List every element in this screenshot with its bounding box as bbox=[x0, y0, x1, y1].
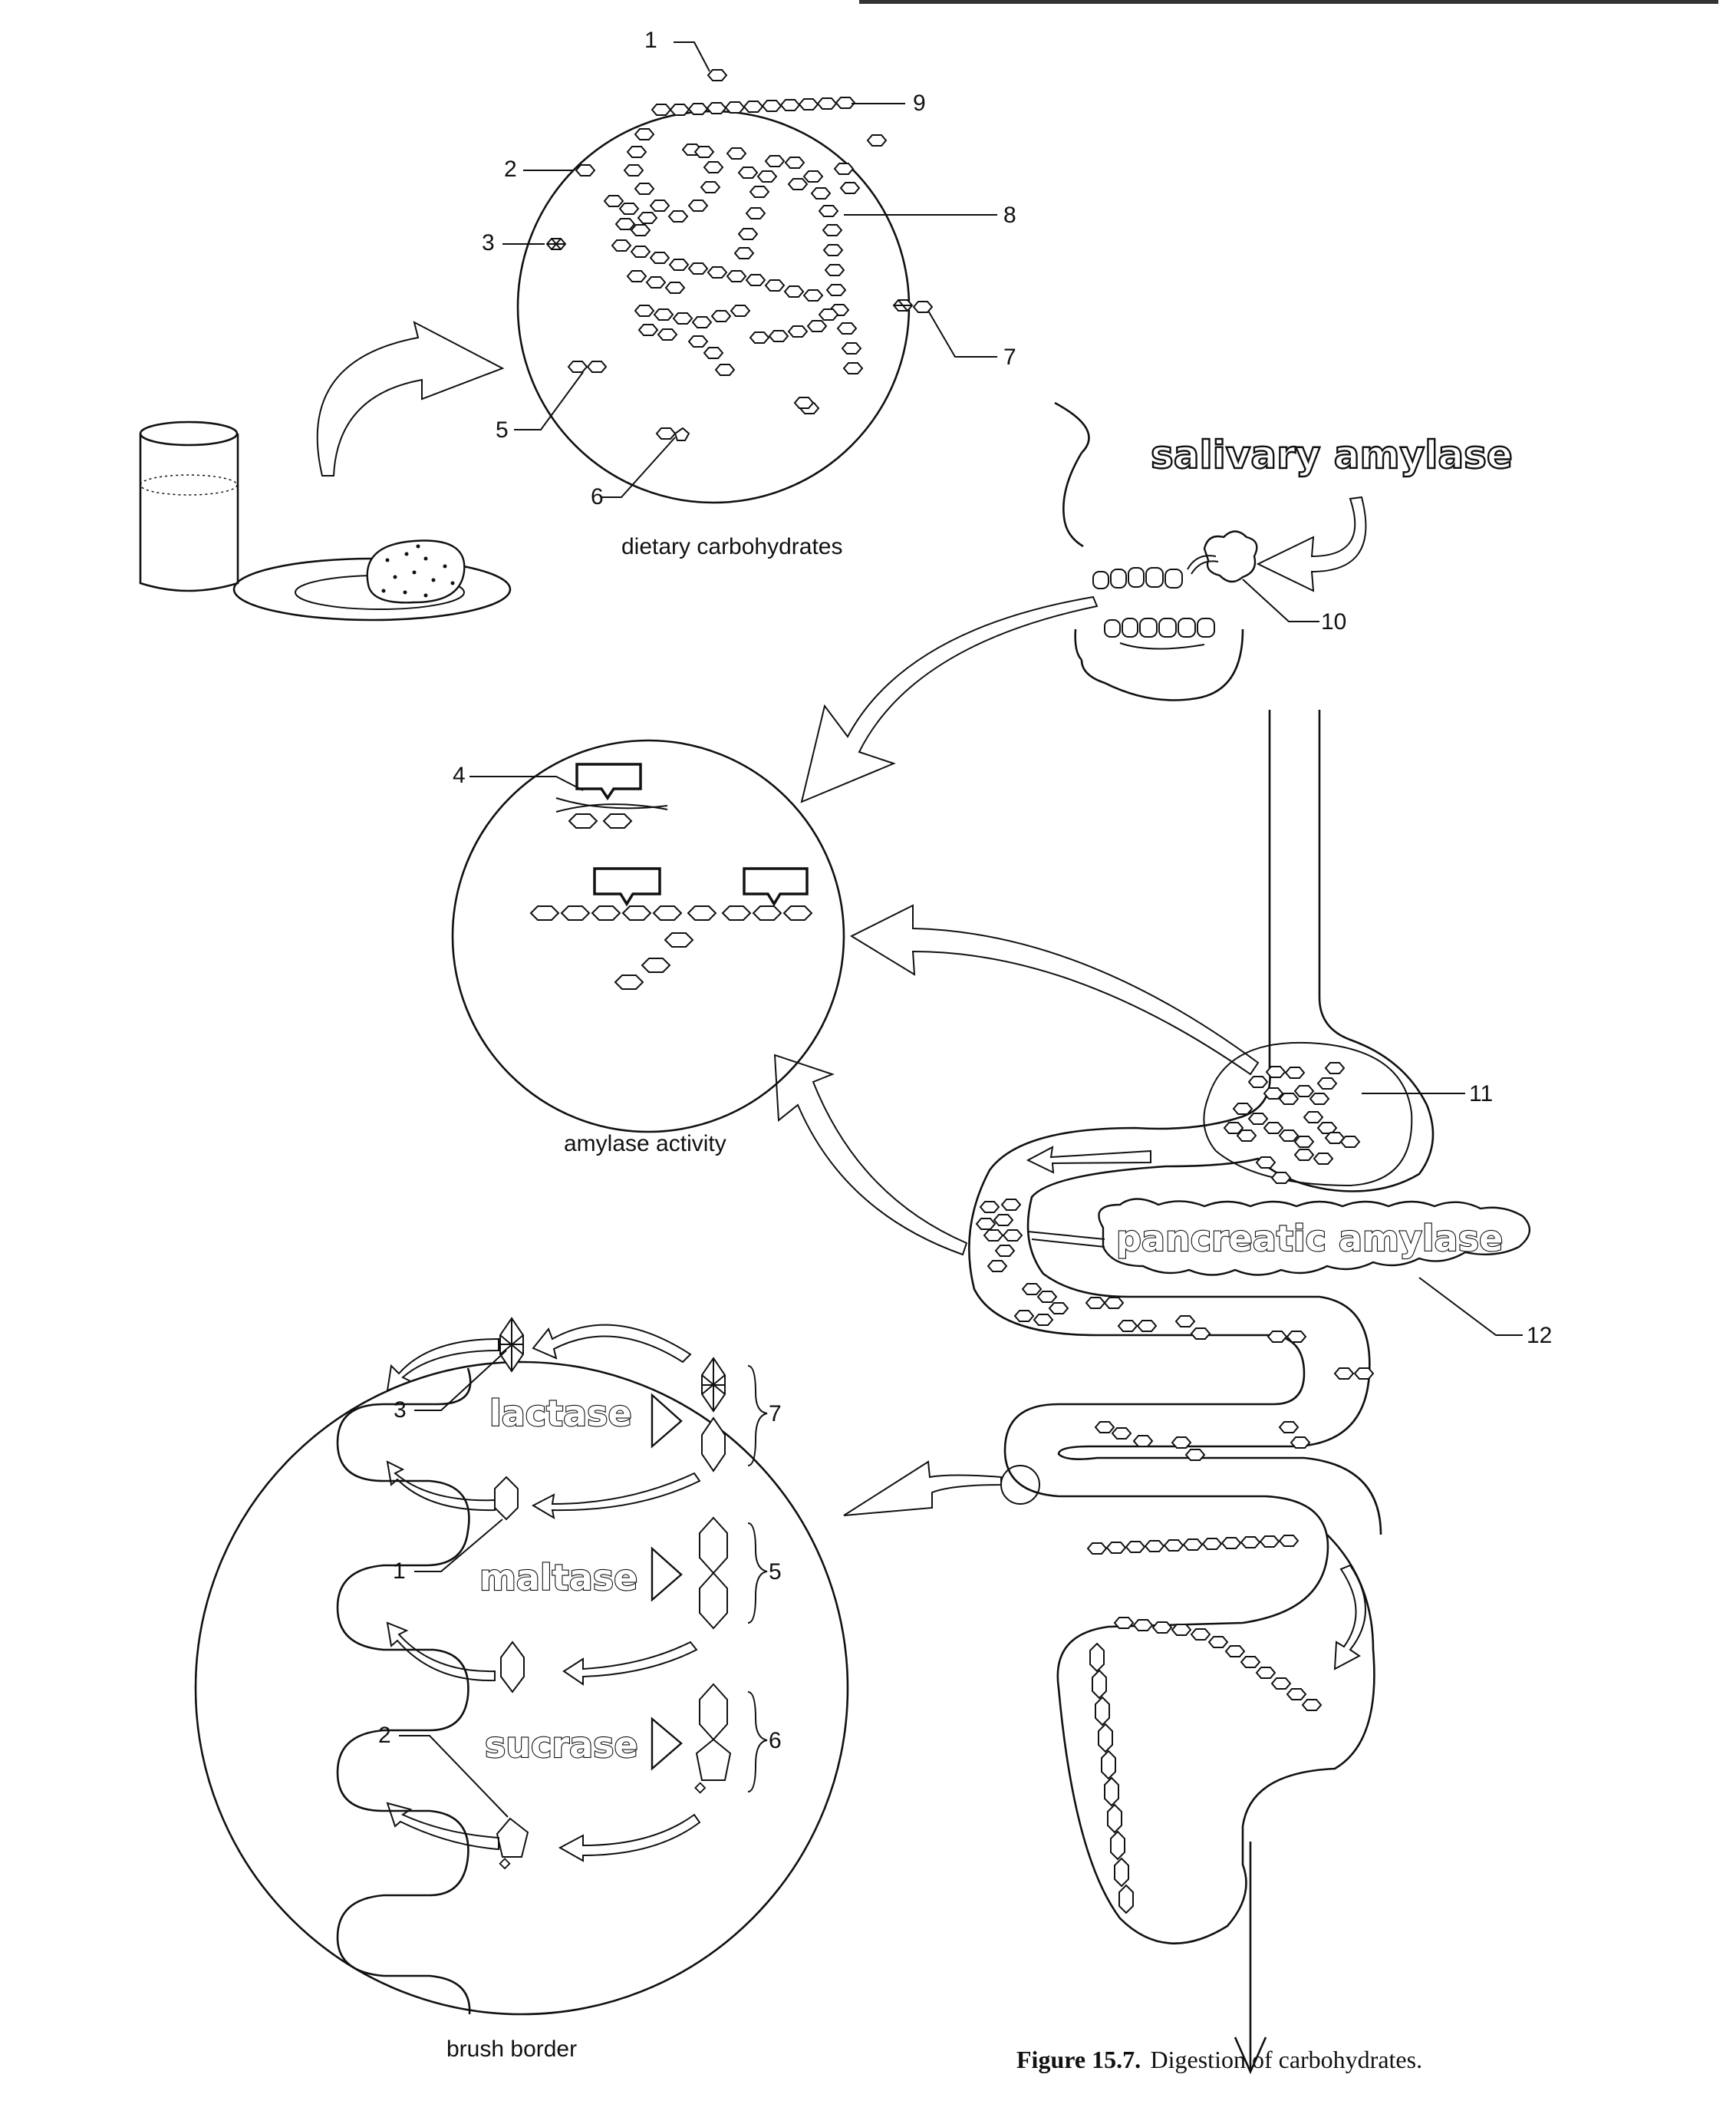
label-6: 6 bbox=[591, 484, 604, 510]
amylose-chain bbox=[651, 97, 855, 116]
mouth-to-amylase-arrow bbox=[800, 595, 1099, 803]
upper-teeth bbox=[1092, 567, 1183, 589]
lactase-row: lactase 7 3 bbox=[386, 1317, 782, 1472]
dietary-carbohydrates-circle: 1 9 2 8 3 7 5 6 dietary carbohydrates bbox=[482, 28, 1016, 559]
label-3: 3 bbox=[482, 230, 495, 256]
salivary-arrow bbox=[1256, 496, 1367, 592]
label-1-brush: 1 bbox=[393, 1558, 406, 1584]
label-5-brush: 5 bbox=[769, 1559, 782, 1585]
sucrase-label: sucrase bbox=[485, 1724, 638, 1766]
figure-number: Figure 15.7. bbox=[1016, 2046, 1141, 2073]
maltose-molecule bbox=[568, 361, 607, 373]
stomach-contents bbox=[1224, 1062, 1360, 1184]
lactase-label: lactase bbox=[489, 1393, 632, 1434]
colon-chain bbox=[1089, 1643, 1134, 1914]
digestive-tract: 11 pancreatic amylase 12 bbox=[773, 710, 1552, 2075]
enzyme-on-starch bbox=[530, 867, 812, 990]
brush-border-circle: lactase 7 3 maltase 5 1 bbox=[194, 1317, 849, 2062]
glucose-unit bbox=[707, 69, 727, 81]
label-7-brush: 7 bbox=[769, 1401, 782, 1426]
mouth-head: 10 bbox=[1054, 401, 1346, 701]
label-5: 5 bbox=[496, 417, 509, 443]
label-6-brush: 6 bbox=[769, 1728, 782, 1753]
pancreas bbox=[1098, 1198, 1530, 1276]
lower-teeth bbox=[1104, 618, 1215, 638]
glucose-row bbox=[386, 1621, 698, 1693]
glycogen-branched bbox=[604, 128, 863, 376]
label-1: 1 bbox=[644, 28, 657, 53]
figure-title: Digestion of carbohydrates. bbox=[1151, 2046, 1423, 2073]
food-to-circle-arrow bbox=[316, 321, 505, 477]
lactose-molecule bbox=[892, 299, 933, 313]
galactose-unit bbox=[545, 238, 567, 250]
figure-caption: Figure 15.7. Digestion of carbohydrates. bbox=[1016, 2046, 1422, 2073]
intestine-chains bbox=[1087, 1535, 1322, 1711]
label-10: 10 bbox=[1321, 609, 1346, 635]
salivary-amylase-label: salivary amylase bbox=[1151, 433, 1513, 477]
glass-of-milk bbox=[139, 420, 239, 592]
label-2-brush: 2 bbox=[378, 1723, 391, 1748]
label-11: 11 bbox=[1469, 1081, 1493, 1106]
sucrose-molecule bbox=[656, 427, 690, 441]
label-8: 8 bbox=[1003, 203, 1016, 228]
label-4: 4 bbox=[453, 763, 466, 788]
amylase-activity-circle: 4 amylase activity bbox=[451, 739, 845, 1156]
enzyme-on-maltose bbox=[555, 763, 668, 829]
pancreatic-amylase-label: pancreatic amylase bbox=[1116, 1218, 1503, 1259]
label-12: 12 bbox=[1527, 1323, 1552, 1348]
villi-edge bbox=[336, 1367, 472, 2015]
label-9: 9 bbox=[913, 91, 926, 116]
salivary-gland bbox=[1203, 530, 1258, 583]
maltase-row: maltase 5 1 bbox=[386, 1460, 782, 1630]
label-2: 2 bbox=[504, 157, 517, 182]
caption-dietary-carbohydrates: dietary carbohydrates bbox=[621, 534, 843, 559]
label-7: 7 bbox=[1003, 345, 1016, 370]
maltase-label: maltase bbox=[479, 1557, 637, 1598]
plate-with-bread bbox=[232, 539, 512, 622]
caption-amylase-activity: amylase activity bbox=[564, 1131, 726, 1156]
sucrase-row: sucrase 6 2 bbox=[378, 1683, 782, 1870]
caption-brush-border: brush border bbox=[446, 2036, 577, 2062]
label-3-brush: 3 bbox=[394, 1397, 407, 1423]
